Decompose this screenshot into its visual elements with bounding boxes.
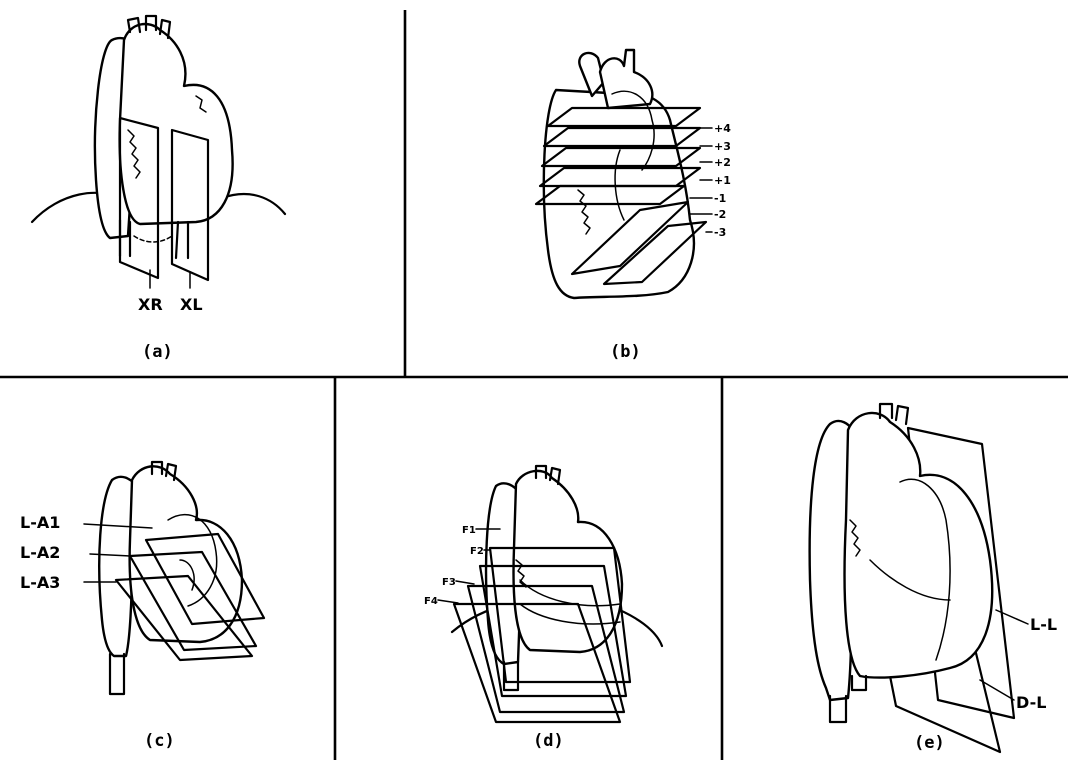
label-la1: L-A1 xyxy=(20,513,60,532)
heart-e-body xyxy=(845,413,993,678)
panel-b: +4 +3 +2 +1 -1 -2 -3 (b) xyxy=(536,50,731,362)
caption-d: (d) xyxy=(533,731,564,751)
leader-f4 xyxy=(438,600,458,603)
label-f1: F1 xyxy=(462,525,476,536)
heart-a-body xyxy=(120,24,233,224)
level-plus2: +2 xyxy=(714,156,731,169)
caption-e: (e) xyxy=(914,733,945,753)
label-xr: XR xyxy=(138,295,163,314)
panel-e: L-L D-L (e) xyxy=(810,404,1057,753)
label-la3: L-A3 xyxy=(20,573,60,592)
label-f2: F2 xyxy=(470,546,484,557)
level-minus2: -2 xyxy=(714,208,726,221)
level-minus3: -3 xyxy=(714,226,726,239)
heart-a-descending xyxy=(176,222,188,258)
label-ll: L-L xyxy=(1030,615,1057,634)
label-f4: F4 xyxy=(424,596,438,607)
panel-d: F1 F2 F3 F4 (d) xyxy=(424,466,662,751)
caption-b: (b) xyxy=(610,342,641,362)
caption-a: (a) xyxy=(142,342,173,362)
label-la2: L-A2 xyxy=(20,543,60,562)
label-xl: XL xyxy=(180,295,203,314)
panel-a: XR XL (a) xyxy=(32,16,285,362)
heart-e-descending xyxy=(852,676,866,690)
heart-e-vessel-2 xyxy=(896,406,908,424)
caption-c: (c) xyxy=(144,731,175,751)
level-plus3: +3 xyxy=(714,140,731,153)
heart-c-ivc xyxy=(110,654,124,694)
level-plus4: +4 xyxy=(714,122,731,135)
heart-d-body xyxy=(514,471,622,652)
panel-c: L-A1 L-A2 L-A3 (c) xyxy=(20,462,264,751)
leader-f3 xyxy=(456,581,474,584)
leader-ll xyxy=(996,610,1028,624)
label-dl: D-L xyxy=(1016,693,1046,712)
plane-a-dashed-arc xyxy=(134,236,172,242)
label-f3: F3 xyxy=(442,577,456,588)
diaphragm-right-arc xyxy=(222,194,285,214)
heart-b-arch xyxy=(600,50,652,108)
level-minus1: -1 xyxy=(714,192,726,205)
level-plus1: +1 xyxy=(714,174,731,187)
